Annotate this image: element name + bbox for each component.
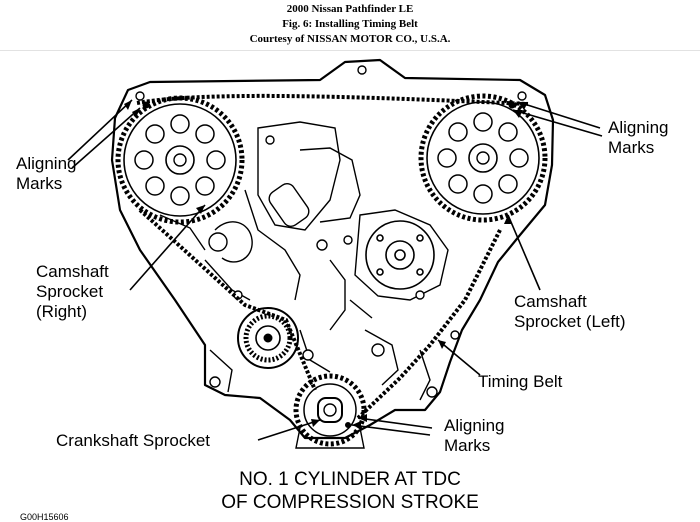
camshaft-sprocket-left [418, 93, 548, 223]
crankshaft-sprocket [293, 373, 367, 449]
leader-lines [67, 99, 603, 441]
engine-block-details [159, 121, 449, 401]
label-camshaft-sprocket-right: Camshaft Sprocket (Right) [36, 262, 109, 321]
header-divider [0, 50, 700, 51]
label-aligning-marks-right: Aligning Marks [608, 118, 669, 157]
timing-belt [136, 93, 529, 420]
figure-caption: NO. 1 CYLINDER AT TDC OF COMPRESSION STR… [0, 468, 700, 514]
engine-block [110, 58, 555, 440]
caption-line-1: NO. 1 CYLINDER AT TDC [239, 469, 461, 490]
label-camshaft-sprocket-left: Camshaft Sprocket (Left) [514, 292, 626, 331]
courtesy-line: Courtesy of NISSAN MOTOR CO., U.S.A. [249, 33, 451, 45]
label-aligning-marks-left: Aligning Marks [16, 154, 77, 193]
bolt-holes [135, 65, 527, 398]
camshaft-sprocket-right [115, 95, 245, 225]
label-crankshaft-sprocket: Crankshaft Sprocket [56, 431, 211, 450]
leader-arrowheads [124, 100, 528, 429]
tensioner-pulley [237, 307, 299, 369]
label-aligning-marks-bottom: Aligning Marks [444, 416, 505, 455]
figure-title: Fig. 6: Installing Timing Belt [282, 18, 418, 30]
caption-line-2: OF COMPRESSION STROKE [221, 492, 479, 513]
figure-code: G00H15606 [20, 512, 69, 522]
label-timing-belt: Timing Belt [478, 372, 563, 391]
vehicle-title: 2000 Nissan Pathfinder LE [286, 3, 414, 15]
figure-header: 2000 Nissan Pathfinder LE Fig. 6: Instal… [0, 2, 700, 47]
water-pump [365, 220, 435, 290]
